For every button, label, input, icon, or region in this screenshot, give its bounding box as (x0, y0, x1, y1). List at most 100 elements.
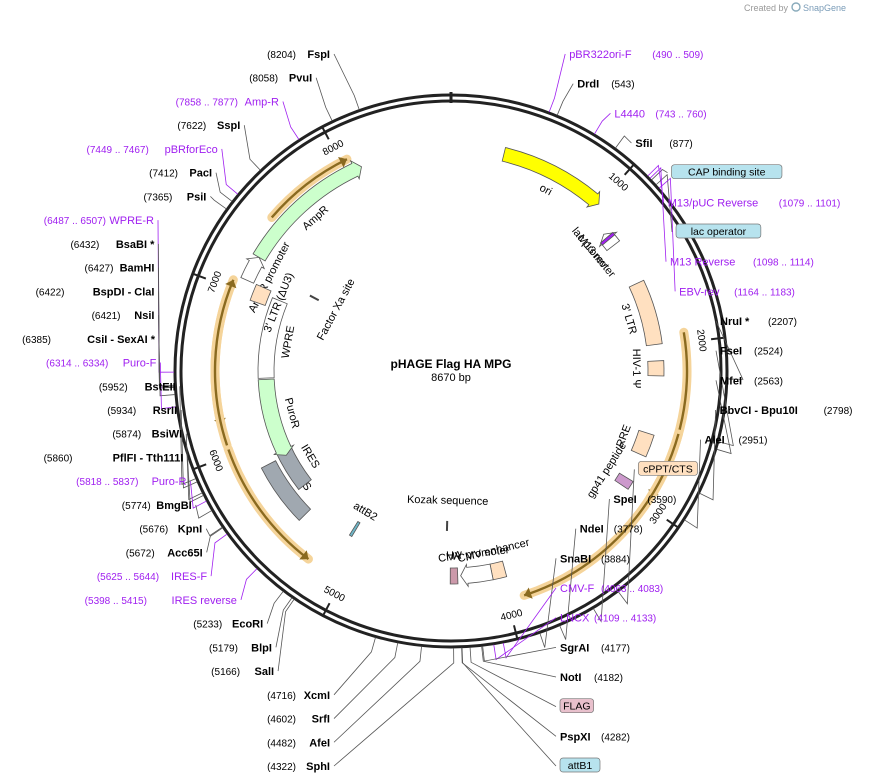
site-label[interactable]: NdeI(3778) (580, 524, 643, 536)
site-name: SpeI (613, 494, 636, 506)
feature-cmv-promoter[interactable] (460, 562, 494, 588)
site-position: (5860) (44, 453, 73, 464)
site-label[interactable]: Puro-F(6314 .. 6334) (46, 358, 157, 370)
site-label[interactable]: pBR322ori-F(490 .. 509) (569, 49, 703, 61)
site-label[interactable]: Acc65I(5672) (126, 547, 203, 559)
site-label[interactable]: IRES reverse(5398 .. 5415) (85, 595, 237, 607)
site-name: BmgBI (156, 500, 191, 512)
feature-lac-promoter[interactable] (598, 231, 621, 252)
site-label[interactable]: BamHI(6427) (85, 263, 155, 275)
site-label[interactable]: L4440(743 .. 760) (614, 108, 706, 120)
site-label[interactable]: pBRforEco(7449 .. 7467) (87, 144, 218, 156)
site-label[interactable]: AleI(2951) (705, 435, 768, 447)
feature-ampr[interactable] (252, 159, 362, 262)
site-label[interactable]: BlpI(5179) (209, 642, 272, 654)
site-label[interactable]: PsiI(7365) (143, 191, 206, 203)
site-name: pBR322ori-F (569, 49, 632, 61)
site-position: (7365) (143, 192, 172, 203)
leader-line (159, 362, 177, 410)
site-label[interactable]: RsrII(5934) (107, 405, 177, 417)
feature-gp41-peptide[interactable] (614, 472, 634, 490)
site-name: PacI (189, 168, 212, 180)
site-label[interactable]: XcmI(4716) (267, 690, 330, 702)
site-label[interactable]: SnaBI(3884) (560, 553, 630, 565)
feature-m13-rev[interactable] (600, 231, 616, 246)
site-name: SalI (255, 666, 275, 678)
feature-ampr-promoter[interactable] (240, 256, 266, 284)
feature-ha[interactable] (449, 567, 459, 585)
site-name: SnaBI (560, 553, 591, 565)
site-label[interactable]: BsiWI(5874) (112, 429, 182, 441)
site-label[interactable]: SrfI(4602) (267, 714, 330, 726)
site-position: (6432) (70, 240, 99, 251)
leader-line (615, 135, 632, 149)
site-label[interactable]: SfiI(877) (635, 138, 692, 150)
site-position: (1098 .. 1114) (753, 258, 814, 269)
site-label[interactable]: NotI(4182) (560, 672, 623, 684)
leader-line (333, 53, 360, 110)
site-label[interactable]: BsaBI *(6432) (70, 239, 155, 251)
site-label[interactable]: CAP binding site (671, 164, 783, 180)
feature-ires[interactable] (260, 460, 312, 521)
site-label[interactable]: IRES-F(5625 .. 5644) (97, 571, 208, 583)
site-label[interactable]: EcoRI(5233) (193, 619, 263, 631)
site-label[interactable]: MfeI(2563) (720, 375, 783, 387)
tick-label: 2000 (694, 329, 708, 353)
site-label[interactable]: PacI(7412) (149, 168, 212, 180)
site-label[interactable]: PspXI(4282) (560, 731, 630, 743)
site-label[interactable]: Amp-R(7858 .. 7877) (176, 96, 279, 108)
site-label[interactable]: cPPT/CTS (637, 460, 698, 476)
feature-3-ltr[interactable] (628, 279, 663, 347)
feature-rre[interactable] (630, 429, 655, 458)
feature-attb2[interactable] (348, 520, 361, 538)
site-position: (2524) (754, 347, 783, 358)
site-label[interactable]: NsiI(6421) (92, 310, 155, 322)
site-position: (1079 .. 1101) (779, 198, 841, 209)
site-label[interactable]: SspI(7622) (177, 120, 240, 132)
site-position: (7449 .. 7467) (87, 145, 149, 156)
site-name: EcoRI (232, 619, 263, 631)
feature-hiv-1-[interactable] (647, 360, 665, 377)
site-label[interactable]: NruI *(2207) (720, 316, 797, 328)
site-position: (2207) (768, 317, 797, 328)
site-label[interactable]: M13 Reverse(1098 .. 1114) (670, 257, 814, 269)
site-label[interactable]: KpnI(5676) (139, 524, 202, 536)
site-label[interactable]: M13/pUC Reverse(1079 .. 1101) (668, 197, 841, 209)
site-label[interactable]: FspI(8204) (267, 49, 330, 61)
site-position: (2951) (739, 436, 768, 447)
feature-puror[interactable] (257, 378, 294, 456)
site-name: LNCX (560, 613, 590, 625)
site-label[interactable]: AfeI(4482) (267, 737, 330, 749)
site-label[interactable]: FseI(2524) (720, 346, 783, 358)
site-label[interactable]: DrdI(543) (577, 79, 634, 91)
site-label[interactable]: Puro-R(5818 .. 5837) (76, 476, 186, 488)
feature-ori[interactable] (501, 147, 601, 208)
site-position: (4282) (601, 732, 630, 743)
site-label[interactable]: FLAG (559, 698, 594, 714)
site-label[interactable]: SpeI(3590) (613, 494, 676, 506)
site-label[interactable]: PflFI - Tth111I(5860) (44, 452, 184, 464)
feature-box (559, 757, 601, 773)
site-position: (6427) (85, 264, 114, 275)
site-label[interactable]: CMV-F(4063 .. 4083) (560, 583, 663, 595)
site-label[interactable]: BmgBI(5774) (122, 500, 192, 512)
site-label[interactable]: attB1 (559, 757, 601, 773)
feature-box (637, 460, 698, 476)
site-label[interactable]: BstEII(5952) (99, 381, 176, 393)
site-label[interactable]: EBV-rev(1164 .. 1183) (679, 286, 795, 298)
site-label[interactable]: WPRE-R(6487 .. 6507) (44, 215, 154, 227)
site-label[interactable]: SgrAI(4177) (560, 642, 630, 654)
site-label[interactable]: lac operator (675, 223, 762, 239)
site-label[interactable]: LNCX(4109 .. 4133) (560, 613, 656, 625)
site-label[interactable]: CsiI - SexAI *(6385) (22, 334, 156, 346)
feature-wpre[interactable] (257, 297, 288, 379)
site-label[interactable]: BspDI - ClaI(6422) (36, 286, 155, 298)
site-position: (5166) (211, 667, 240, 678)
orf-line (270, 158, 348, 219)
site-label[interactable]: BbvCI - Bpu10I(2798) (720, 405, 853, 417)
site-label[interactable]: SalI (5166) (211, 666, 274, 678)
leader-line (333, 637, 376, 696)
feature-3-ltr-u3-[interactable] (249, 283, 272, 307)
site-label[interactable]: SphI(4322) (267, 761, 330, 773)
site-label[interactable]: PvuI(8058) (249, 73, 312, 85)
